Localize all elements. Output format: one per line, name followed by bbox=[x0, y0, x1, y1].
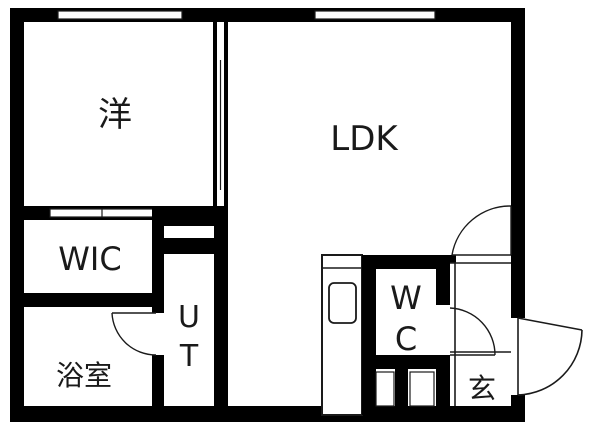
shoe-cabinet bbox=[375, 371, 395, 407]
windows bbox=[57, 10, 436, 20]
sink-icon bbox=[328, 282, 357, 324]
room-label-western: 洋 bbox=[98, 95, 132, 135]
entrance-outline bbox=[450, 262, 511, 406]
front-door-swing bbox=[517, 317, 583, 396]
western-south-wall bbox=[24, 206, 228, 220]
room-label-ldk: LDK bbox=[330, 119, 399, 159]
bath-door-swing bbox=[111, 312, 157, 356]
wc-door-swing bbox=[449, 307, 496, 356]
room-label-ut-t: T bbox=[179, 339, 199, 374]
ut-top-niche bbox=[168, 226, 210, 238]
left-block-walls bbox=[24, 206, 228, 416]
window-ldk bbox=[314, 10, 436, 20]
storage-box bbox=[409, 371, 435, 407]
wall-right-upper bbox=[511, 8, 525, 318]
room-label-bath: 浴室 bbox=[56, 359, 112, 392]
room-label-wc-w: W bbox=[390, 279, 422, 317]
wc-block-walls bbox=[362, 255, 456, 415]
wall-bottom bbox=[10, 406, 525, 422]
room-label-entrance: 玄 bbox=[468, 372, 496, 405]
kitchen-counter bbox=[321, 254, 363, 416]
ldk-door-swing bbox=[451, 205, 512, 256]
room-label-ut-u: U bbox=[178, 300, 200, 335]
room-label-wc-c: C bbox=[395, 320, 417, 358]
window-western bbox=[57, 10, 183, 20]
room-label-wic: WIC bbox=[58, 240, 121, 278]
western-east-wall bbox=[213, 22, 228, 208]
wall-left bbox=[10, 8, 24, 422]
